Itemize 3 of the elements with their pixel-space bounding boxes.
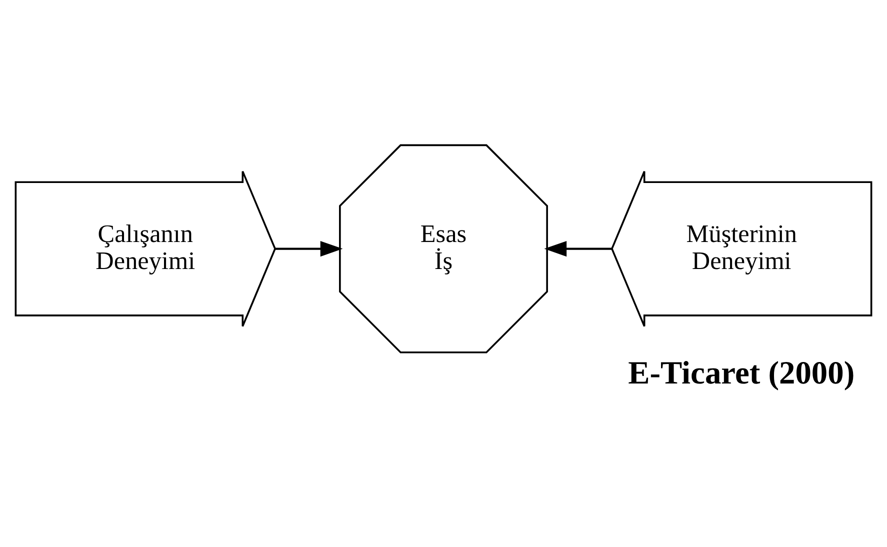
arrow [544,240,612,256]
arrow [276,240,343,256]
diagram-title: E-Ticaret (2000) [628,355,855,392]
